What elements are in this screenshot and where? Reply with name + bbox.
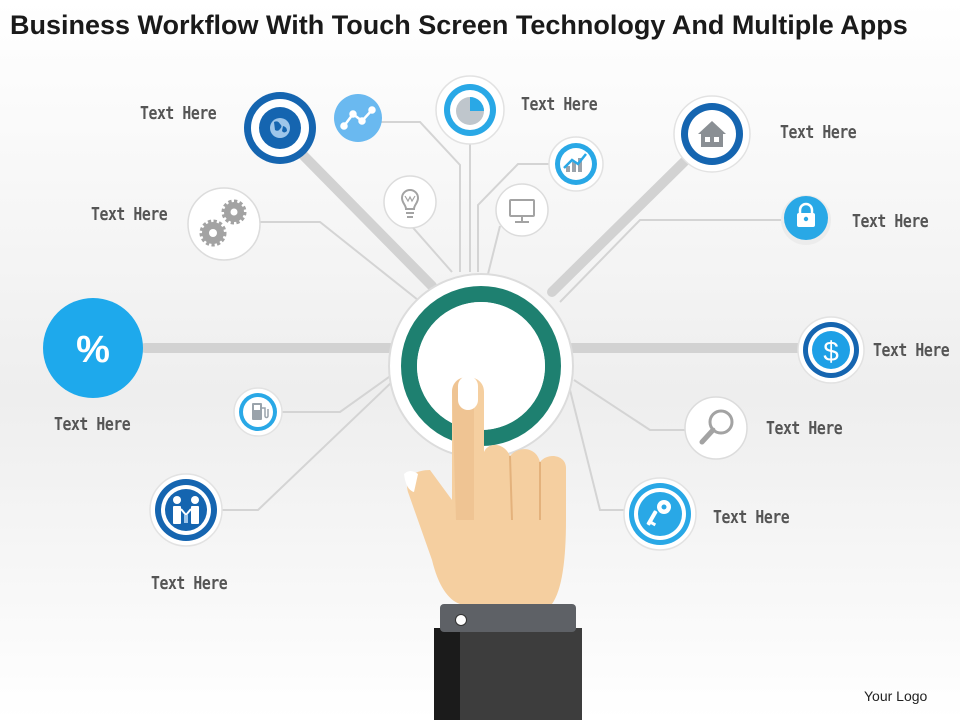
thin-connectors xyxy=(222,121,782,511)
node-bulb[interactable] xyxy=(383,175,437,229)
page-title: Business Workflow With Touch Screen Tech… xyxy=(10,10,908,40)
node-pie[interactable] xyxy=(435,75,505,145)
line-graph-icon xyxy=(340,106,376,130)
label-globe: Text Here xyxy=(140,103,217,124)
label-lock: Text Here xyxy=(852,211,929,232)
label-dollar: Text Here xyxy=(873,340,950,361)
home-icon xyxy=(698,121,726,147)
connector-home xyxy=(547,153,693,297)
label-gears: Text Here xyxy=(91,204,168,225)
connector-lock xyxy=(559,219,782,303)
node-graph[interactable] xyxy=(334,94,382,142)
node-dollar[interactable]: $ xyxy=(797,316,865,384)
node-percent[interactable]: % xyxy=(43,298,143,398)
node-home[interactable] xyxy=(673,95,751,173)
connector-bulb xyxy=(407,221,453,273)
node-lock[interactable] xyxy=(781,195,831,245)
people-icon xyxy=(173,496,199,524)
connector-monitor xyxy=(487,225,501,275)
monitor-icon xyxy=(509,199,535,223)
connector-trend xyxy=(477,163,552,272)
connector-globe xyxy=(297,149,437,291)
logo-text: Your Logo xyxy=(864,688,928,704)
magnifier-icon xyxy=(699,409,734,445)
dollar-icon: $ xyxy=(823,336,839,367)
connector-search xyxy=(573,379,686,431)
percent-icon: % xyxy=(76,329,110,371)
globe-icon xyxy=(270,118,290,138)
lock-icon xyxy=(797,202,815,227)
label-people: Text Here xyxy=(151,573,228,594)
connector-graph xyxy=(380,121,461,272)
node-monitor[interactable] xyxy=(495,183,549,237)
node-trend[interactable] xyxy=(548,136,604,192)
node-people[interactable] xyxy=(149,473,223,547)
node-search[interactable] xyxy=(684,396,748,460)
node-key[interactable] xyxy=(623,477,697,551)
thick-connectors xyxy=(140,149,805,353)
label-percent: Text Here xyxy=(54,414,131,435)
pointing-hand xyxy=(404,376,582,720)
gears-icon xyxy=(199,199,247,247)
label-pie: Text Here xyxy=(521,94,598,115)
fingernail xyxy=(458,376,478,410)
fuel-pump-icon xyxy=(252,403,269,420)
cuff xyxy=(440,604,576,632)
trend-chart-icon xyxy=(563,153,587,172)
label-home: Text Here xyxy=(780,122,857,143)
connector-key xyxy=(569,389,628,511)
connector-people xyxy=(222,379,395,511)
node-globe[interactable] xyxy=(244,92,316,164)
lightbulb-icon xyxy=(400,189,420,218)
node-fuel[interactable] xyxy=(233,387,283,437)
node-gears[interactable] xyxy=(187,187,261,261)
label-key: Text Here xyxy=(713,507,790,528)
hand-palm xyxy=(407,377,566,604)
pie-chart-icon xyxy=(456,97,484,125)
connector-gears xyxy=(260,221,419,301)
key-icon xyxy=(646,500,671,527)
label-search: Text Here xyxy=(766,418,843,439)
connector-fuel xyxy=(282,371,397,413)
